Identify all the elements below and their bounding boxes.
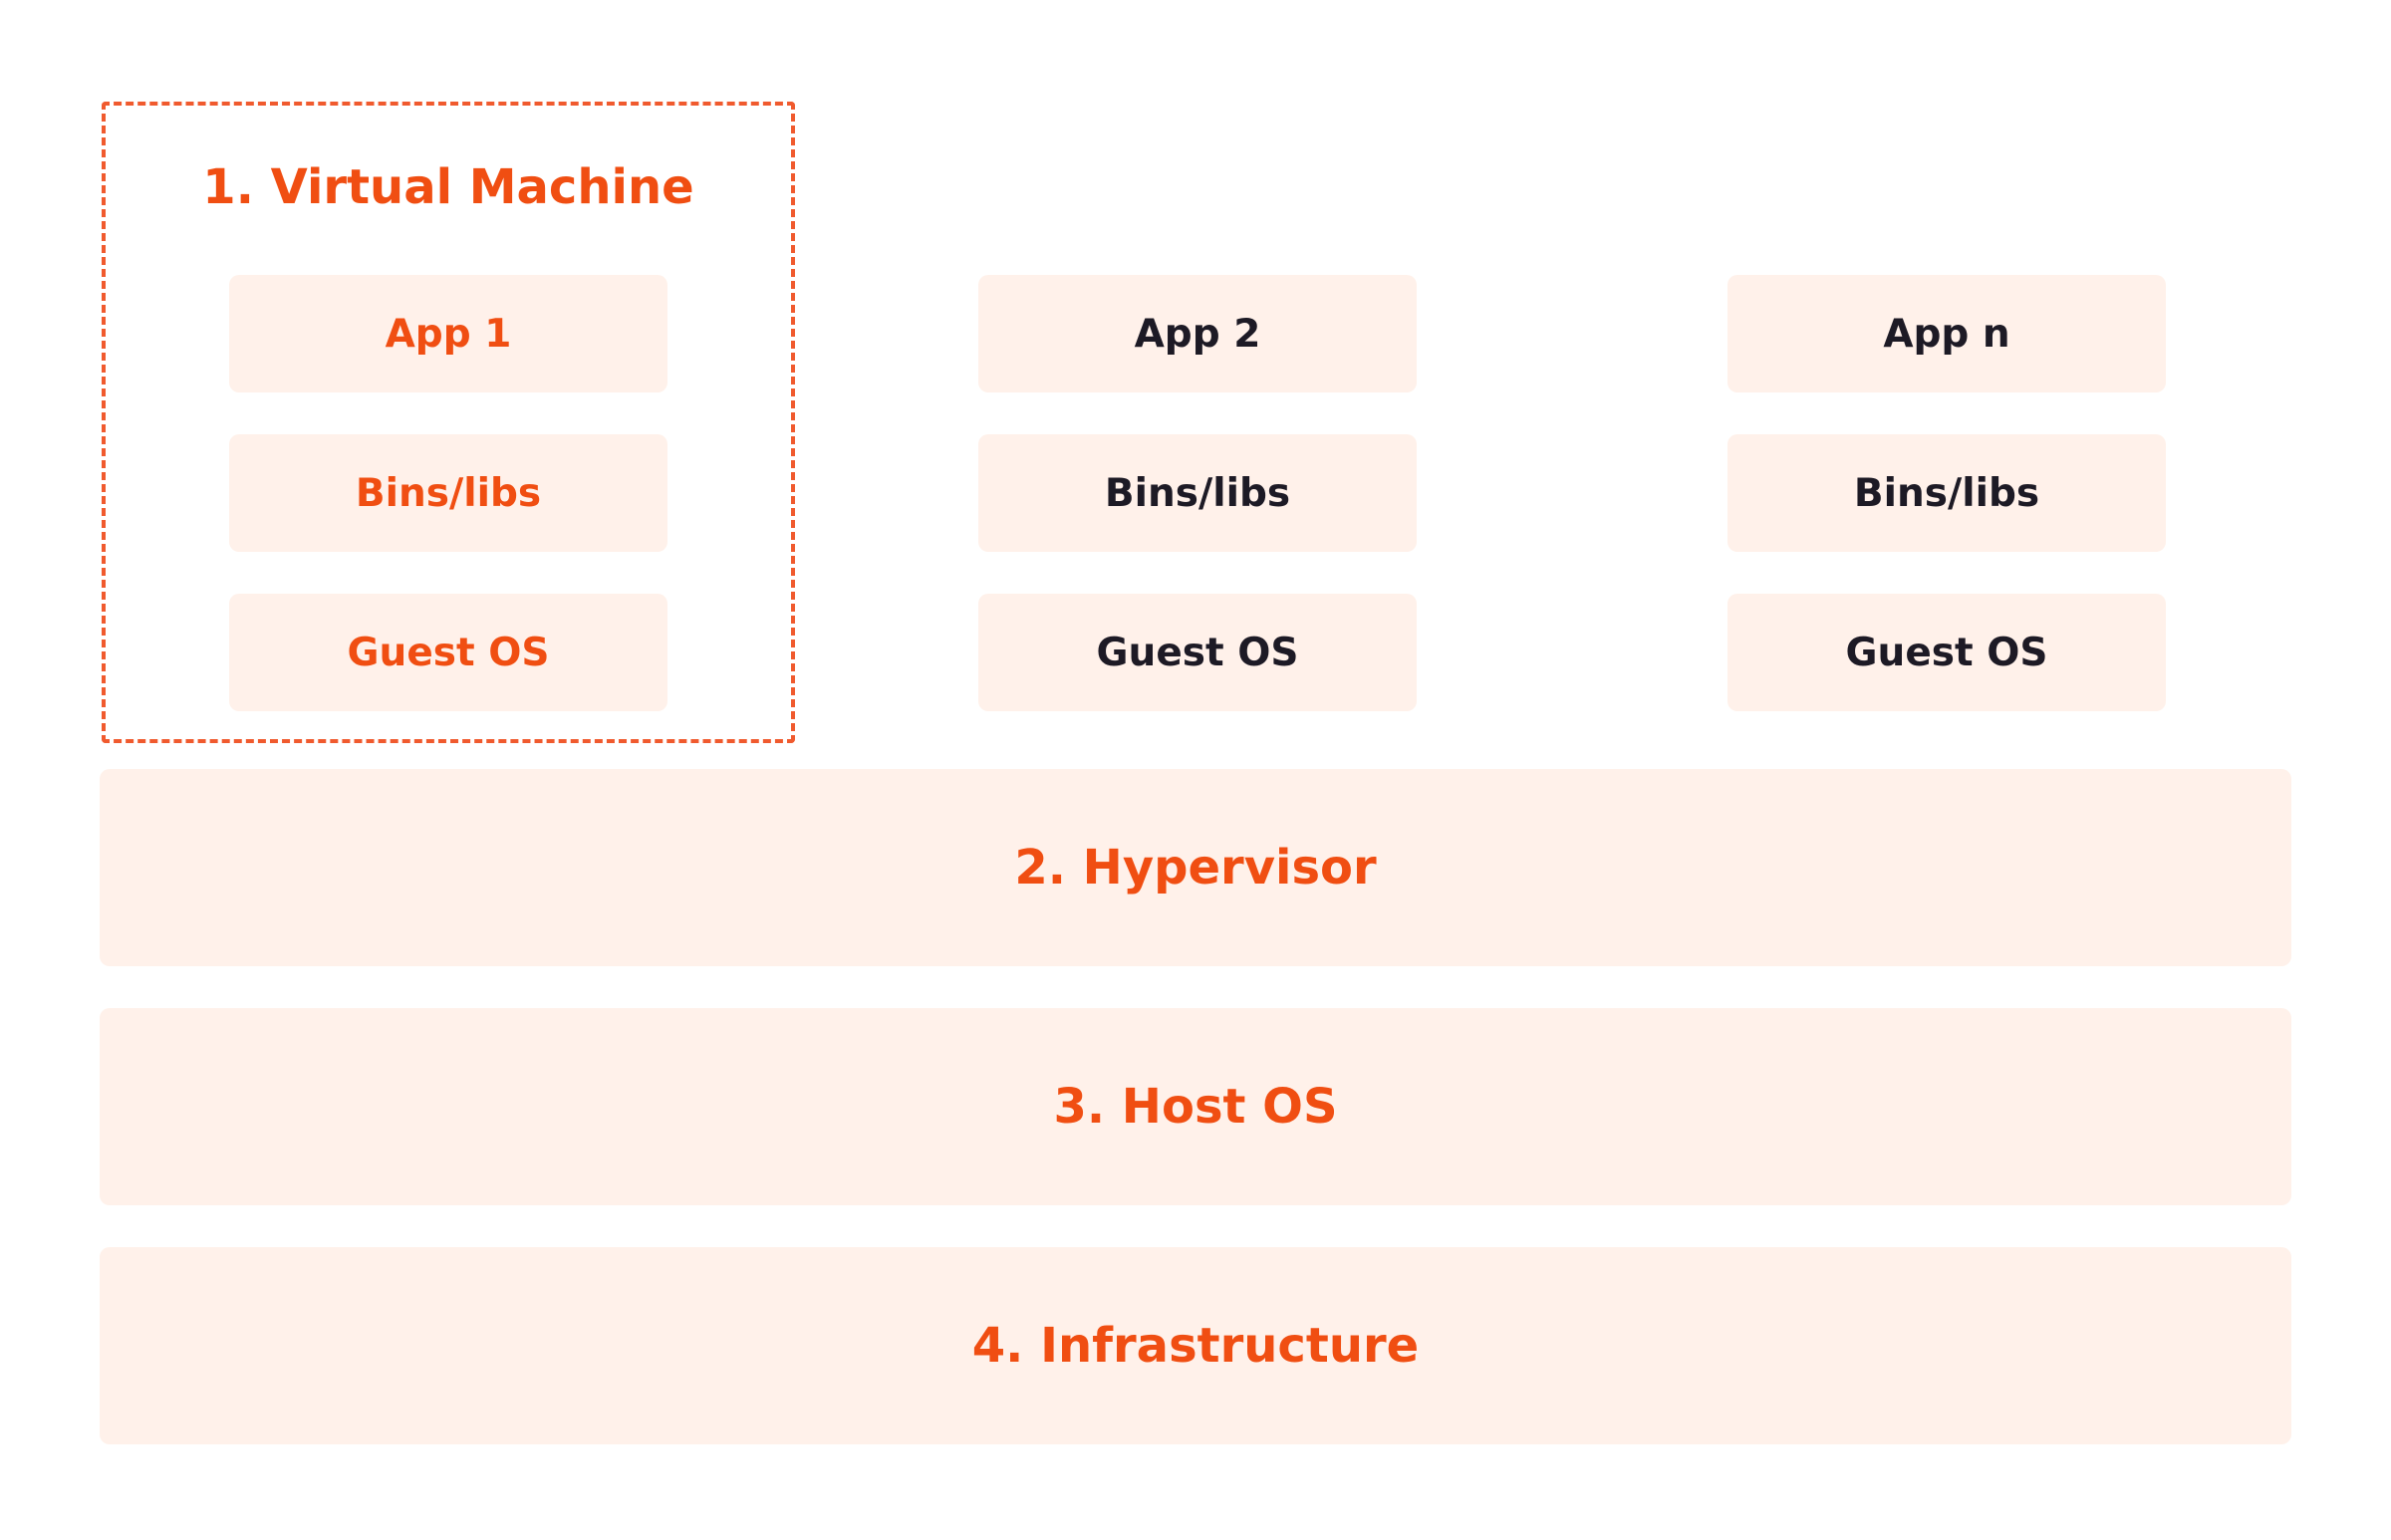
guest-os-2-box: Guest OS [978,594,1417,711]
bins-libs-2-box: Bins/libs [978,434,1417,552]
hypervisor-layer: 2. Hypervisor [100,769,2291,966]
guest-os-1-box: Guest OS [229,594,667,711]
virtual-machine-title: 1. Virtual Machine [202,159,694,215]
app-2-box: App 2 [978,275,1417,392]
app-1-box: App 1 [229,275,667,392]
bins-libs-1-box: Bins/libs [229,434,667,552]
guest-os-n-box: Guest OS [1727,594,2166,711]
virtual-machine-frame [102,102,795,743]
infrastructure-layer: 4. Infrastructure [100,1247,2291,1444]
bins-libs-n-box: Bins/libs [1727,434,2166,552]
host-os-layer: 3. Host OS [100,1008,2291,1205]
app-n-box: App n [1727,275,2166,392]
